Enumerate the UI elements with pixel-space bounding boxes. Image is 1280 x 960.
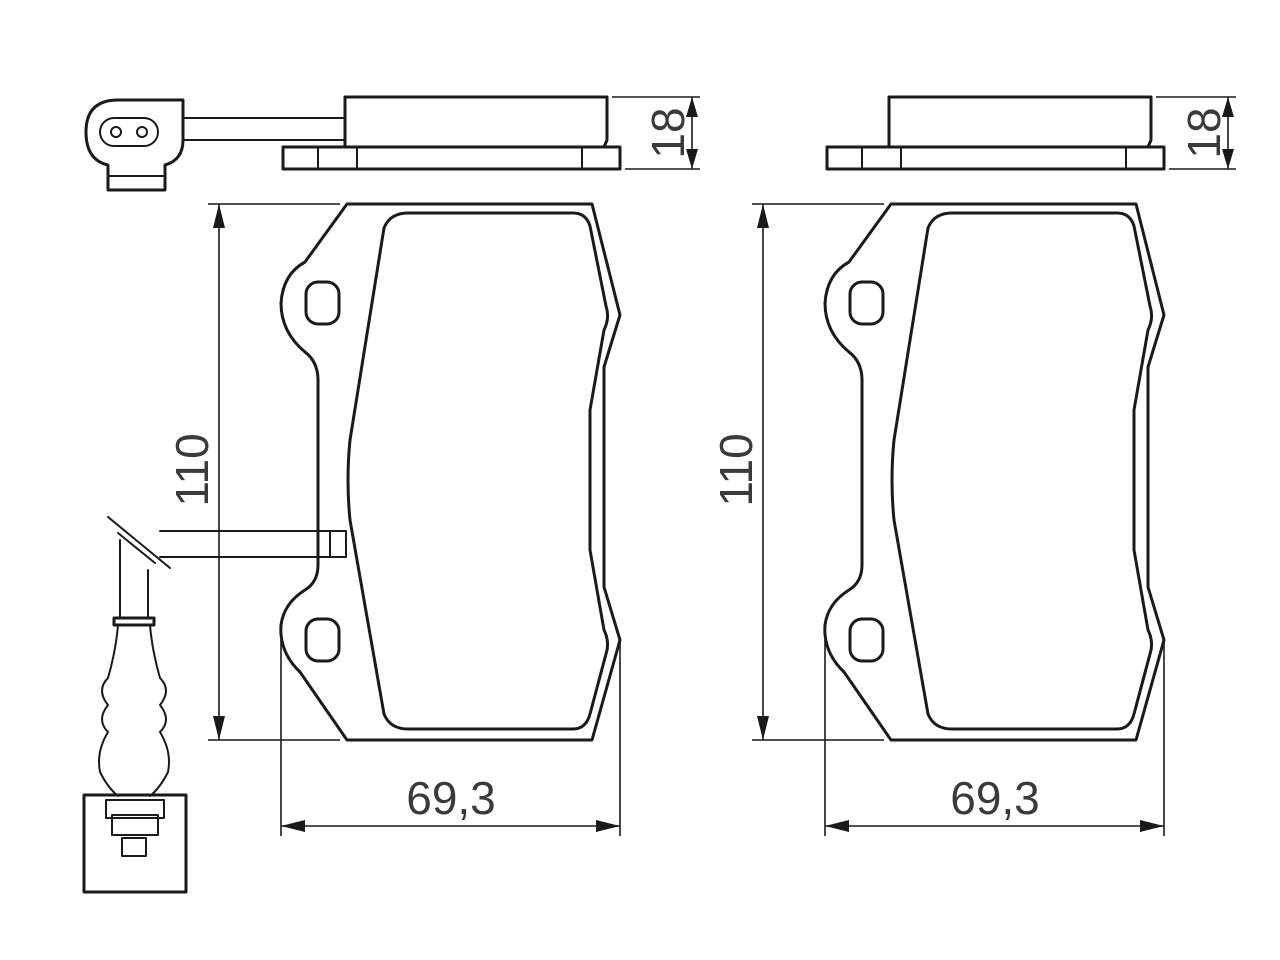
left-height-label: 110 [166,433,218,506]
right-thickness-dimension: 18 [1156,96,1236,170]
sensor-clip [84,98,185,192]
left-width-dimension: 69,3 [280,640,621,836]
left-height-dimension: 110 [166,203,340,741]
right-friction-surface [890,211,1154,731]
sensor-plug [82,793,188,894]
left-width-label: 69,3 [406,772,496,824]
left-side-view [84,95,622,192]
backing-plate-side [281,145,622,171]
right-thickness-label: 18 [1178,107,1230,158]
left-backing-plate [279,202,622,742]
right-width-label: 69,3 [950,772,1040,824]
right-backing-plate [823,202,1166,742]
friction-material-side [887,95,1153,149]
mounting-hole-top [848,280,885,326]
right-pad-view: 18 110 69,3 [710,95,1236,836]
left-friction-surface [346,211,610,731]
mounting-hole-bottom [304,617,341,663]
right-width-dimension: 69,3 [824,640,1165,836]
mounting-hole-bottom [848,617,885,663]
left-thickness-dimension: 18 [612,96,700,170]
left-pad-view: 18 110 69,3 [82,95,700,894]
right-height-dimension: 110 [710,203,884,741]
mounting-hole-top [304,280,341,326]
left-thickness-label: 18 [642,107,694,158]
sensor-wire-top [182,117,346,141]
right-side-view [825,95,1166,171]
friction-material-side [343,95,609,149]
sensor-clip-slot [99,117,159,147]
wear-sensor-wire [82,516,347,894]
backing-plate-side [825,145,1166,171]
right-height-label: 110 [710,433,762,506]
